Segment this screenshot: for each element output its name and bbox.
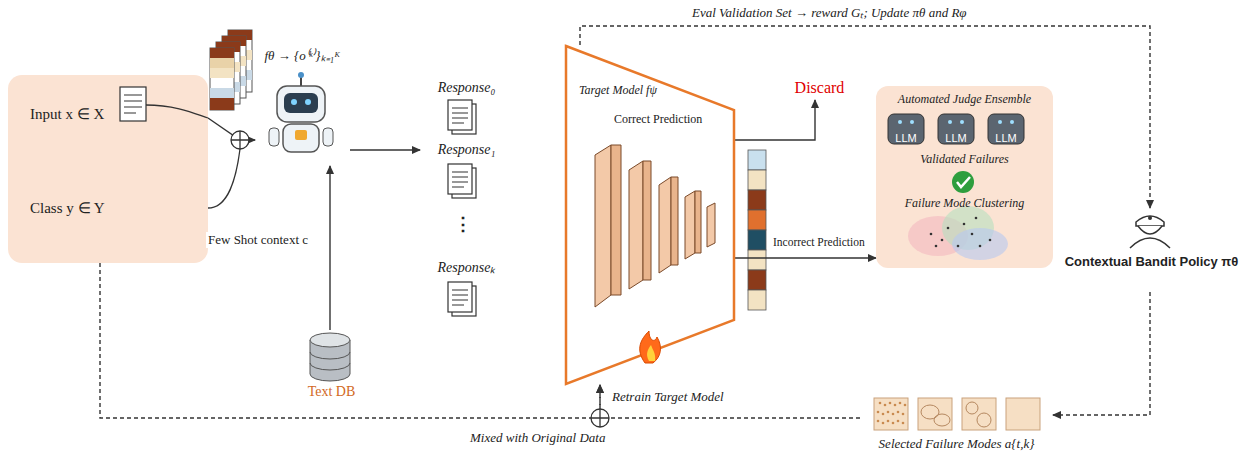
node-text: fθ → {o⁽ᵏ⁾}ₖ₌₁ᴷ xyxy=(255,48,350,64)
edge-label: Correct Prediction xyxy=(612,112,704,126)
feedback-arrow xyxy=(600,385,860,418)
node-text: Response₀ xyxy=(420,80,513,97)
node-text: Failure Mode Clustering xyxy=(876,196,1053,210)
edge-label: Eval Validation Set → reward Gₜ; Update … xyxy=(690,5,969,21)
policy-agent-icon xyxy=(1064,208,1239,292)
node-text: Automated Judge Ensemble xyxy=(876,92,1053,106)
judge-panel: Automated Judge EnsembleValidated Failur… xyxy=(876,86,1053,268)
ellipsis: ⋮ xyxy=(452,214,474,236)
generator-robot xyxy=(255,46,350,166)
embedding-cards xyxy=(210,30,252,110)
sum-symbol xyxy=(231,131,249,149)
feedback-arrow xyxy=(1053,292,1150,415)
flow-arrow xyxy=(350,149,420,150)
node-text: Selected Failure Modes a{t,k} xyxy=(860,436,1053,452)
node-text: Target Model fψ xyxy=(579,83,657,97)
llm-label: LLM xyxy=(988,132,1024,145)
flow-arrow xyxy=(329,166,330,330)
class-line xyxy=(208,149,240,208)
sum-symbol xyxy=(591,409,609,427)
llm-label: LLM xyxy=(888,132,924,145)
node-text: Response₁ xyxy=(420,142,513,159)
response-doc: Response₀ xyxy=(420,80,513,138)
node-text: Class y ∈ Y xyxy=(30,199,105,217)
feedback-arrow xyxy=(100,263,600,418)
text-database: Text DB xyxy=(296,330,367,404)
discard-box: Discard xyxy=(788,76,851,100)
target-model: Target Model fψ xyxy=(565,45,735,385)
node-text: Input x ∈ X xyxy=(30,105,104,123)
bandit-policy: Contextual Bandit Policy πθ xyxy=(1064,208,1239,292)
flow-arrow xyxy=(735,100,815,140)
failure-modes: Selected Failure Modes a{t,k} xyxy=(860,394,1053,458)
node-text: Text DB xyxy=(296,384,367,401)
input-panel: Input x ∈ X Class y ∈ Y xyxy=(8,75,208,263)
node-text: Discard xyxy=(788,78,851,97)
judge-panel-art xyxy=(876,86,1053,268)
response-doc: Response₁ xyxy=(420,140,513,198)
node-text: Responseₖ xyxy=(420,260,513,277)
input-panel-art xyxy=(8,75,208,263)
node-text: Validated Failures xyxy=(876,152,1053,166)
flow-arrow xyxy=(735,257,876,258)
output-vector xyxy=(748,150,766,310)
llm-label: LLM xyxy=(938,132,974,145)
annotation: Retrain Target Model xyxy=(610,389,726,405)
generator-agent: fθ → {o⁽ᵏ⁾}ₖ₌₁ᴷ xyxy=(255,46,350,166)
edge-label: Few Shot context c xyxy=(206,232,310,248)
edge-label: Incorrect Prediction xyxy=(771,236,867,250)
response-doc: Responseₖ xyxy=(420,258,513,318)
edge-label: Mixed with Original Data xyxy=(468,430,607,446)
node-text: Contextual Bandit Policy πθ xyxy=(1064,254,1239,270)
document-icons xyxy=(448,100,476,316)
